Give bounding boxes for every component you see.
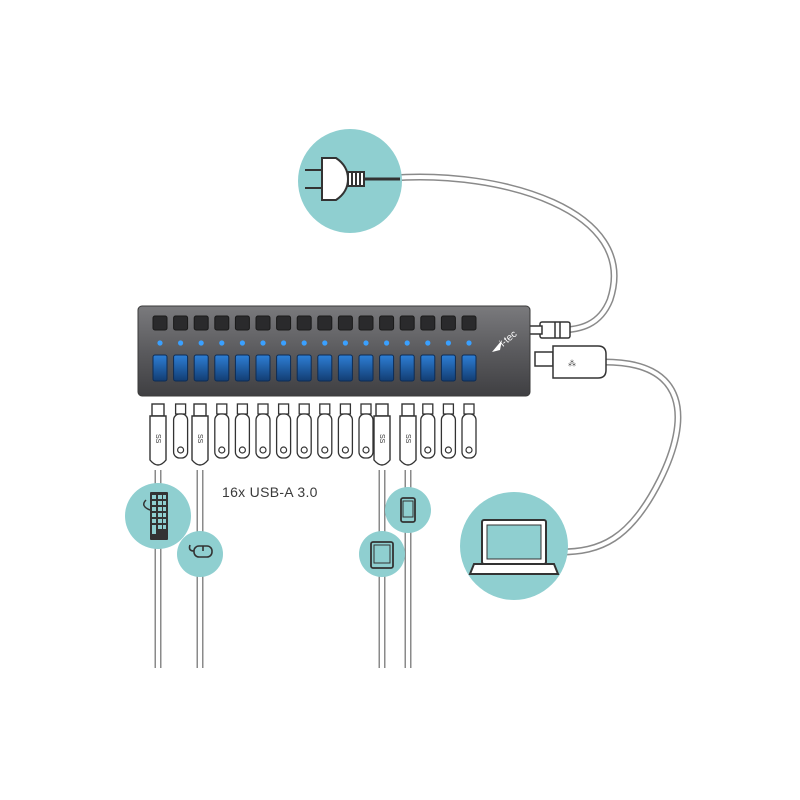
mouse-circle <box>177 531 223 577</box>
port-led <box>219 340 225 346</box>
usb-a-port[interactable] <box>214 354 230 382</box>
port-switch-button[interactable] <box>296 315 312 331</box>
port-led <box>281 340 287 346</box>
port-led <box>445 340 451 346</box>
usb-flash-drive <box>358 403 374 459</box>
port-switch-button[interactable] <box>317 315 333 331</box>
svg-text:SS: SS <box>154 434 161 444</box>
tablet-circle <box>359 531 405 577</box>
usb-a-port[interactable] <box>296 354 312 382</box>
port-switch-button[interactable] <box>173 315 189 331</box>
smartphone-circle <box>385 487 431 533</box>
usb-a-port[interactable] <box>193 354 209 382</box>
usb-connector-row: SS SS SS SS <box>149 403 477 466</box>
usb-flash-drive <box>337 403 354 459</box>
laptop-icon <box>468 519 560 575</box>
usb-b-connector: ⁂ <box>534 345 607 379</box>
usb-a-port[interactable] <box>337 354 353 382</box>
usb-a-port[interactable] <box>399 354 415 382</box>
smartphone-device <box>385 487 431 533</box>
port-led <box>466 340 472 346</box>
mouse-device <box>177 531 223 577</box>
usb-flash-drive <box>214 403 230 459</box>
port-led <box>404 340 410 346</box>
port-led <box>384 340 390 346</box>
usb-flash-drive <box>275 403 292 459</box>
port-led <box>322 340 328 346</box>
port-led <box>425 340 431 346</box>
usb-a-port[interactable] <box>317 354 333 382</box>
port-led <box>301 340 307 346</box>
port-switch-button[interactable] <box>461 315 477 331</box>
usb-a-port[interactable] <box>276 354 292 382</box>
power-plug-icon <box>305 157 400 201</box>
port-switch-button[interactable] <box>420 315 436 331</box>
port-count-caption: 16x USB-A 3.0 <box>222 484 318 500</box>
port-switch-button[interactable] <box>276 315 292 331</box>
usb-flash-drive <box>234 403 251 459</box>
usb-flash-drive <box>440 403 457 459</box>
usb-flash-drive <box>317 403 333 459</box>
usb-flash-drive <box>172 403 189 459</box>
port-led <box>342 340 348 346</box>
port-switch-button[interactable] <box>358 315 374 331</box>
usb-a-port[interactable] <box>152 354 168 382</box>
svg-text:⁂: ⁂ <box>568 359 576 368</box>
usb-a-port[interactable] <box>358 354 374 382</box>
usb-a-cable-plug: SS <box>191 403 209 466</box>
port-switch-button[interactable] <box>399 315 415 331</box>
power-adapter <box>298 129 618 339</box>
upstream-cable <box>559 358 682 556</box>
usb-port-row <box>152 354 477 382</box>
port-switch-button[interactable] <box>214 315 230 331</box>
port-switch-button[interactable] <box>234 315 250 331</box>
port-led <box>363 340 369 346</box>
dc-barrel-connector <box>525 321 571 339</box>
usb-a-port[interactable] <box>461 354 477 382</box>
port-switch-button[interactable] <box>379 315 395 331</box>
usb-a-cable-plug: SS <box>149 403 167 466</box>
port-switch-button[interactable] <box>193 315 209 331</box>
usb-a-cable-plug: SS <box>399 403 417 466</box>
usb-a-port[interactable] <box>255 354 271 382</box>
mouse-icon <box>188 544 213 558</box>
port-led <box>157 340 163 346</box>
usb-flash-drive <box>461 403 477 459</box>
usb-flash-drive <box>255 403 271 459</box>
usb-a-port[interactable] <box>234 354 250 382</box>
usb-a-port[interactable] <box>420 354 436 382</box>
svg-text:SS: SS <box>378 434 385 444</box>
port-switch-row <box>152 315 477 331</box>
usb-flash-drive <box>420 403 436 459</box>
usb-a-port[interactable] <box>379 354 395 382</box>
upstream-connection: ⁂ <box>460 345 682 600</box>
port-switch-button[interactable] <box>440 315 456 331</box>
tablet-device <box>359 531 405 577</box>
port-switch-button[interactable] <box>152 315 168 331</box>
keyboard-icon <box>143 492 168 540</box>
svg-text:SS: SS <box>196 434 203 444</box>
port-led <box>198 340 204 346</box>
usb-a-port[interactable] <box>440 354 456 382</box>
keyboard-device <box>125 483 191 549</box>
port-switch-button[interactable] <box>337 315 353 331</box>
smartphone-icon <box>400 497 416 523</box>
port-led-row <box>157 340 472 346</box>
port-led <box>239 340 245 346</box>
usb-a-port[interactable] <box>173 354 189 382</box>
port-switch-button[interactable] <box>255 315 271 331</box>
svg-text:SS: SS <box>404 434 411 444</box>
port-led <box>178 340 184 346</box>
port-led <box>260 340 266 346</box>
usb-a-cable-plug: SS <box>373 403 391 466</box>
tablet-icon <box>370 541 394 569</box>
usb-hub: i-tec <box>137 305 531 397</box>
usb-flash-drive <box>296 403 312 459</box>
